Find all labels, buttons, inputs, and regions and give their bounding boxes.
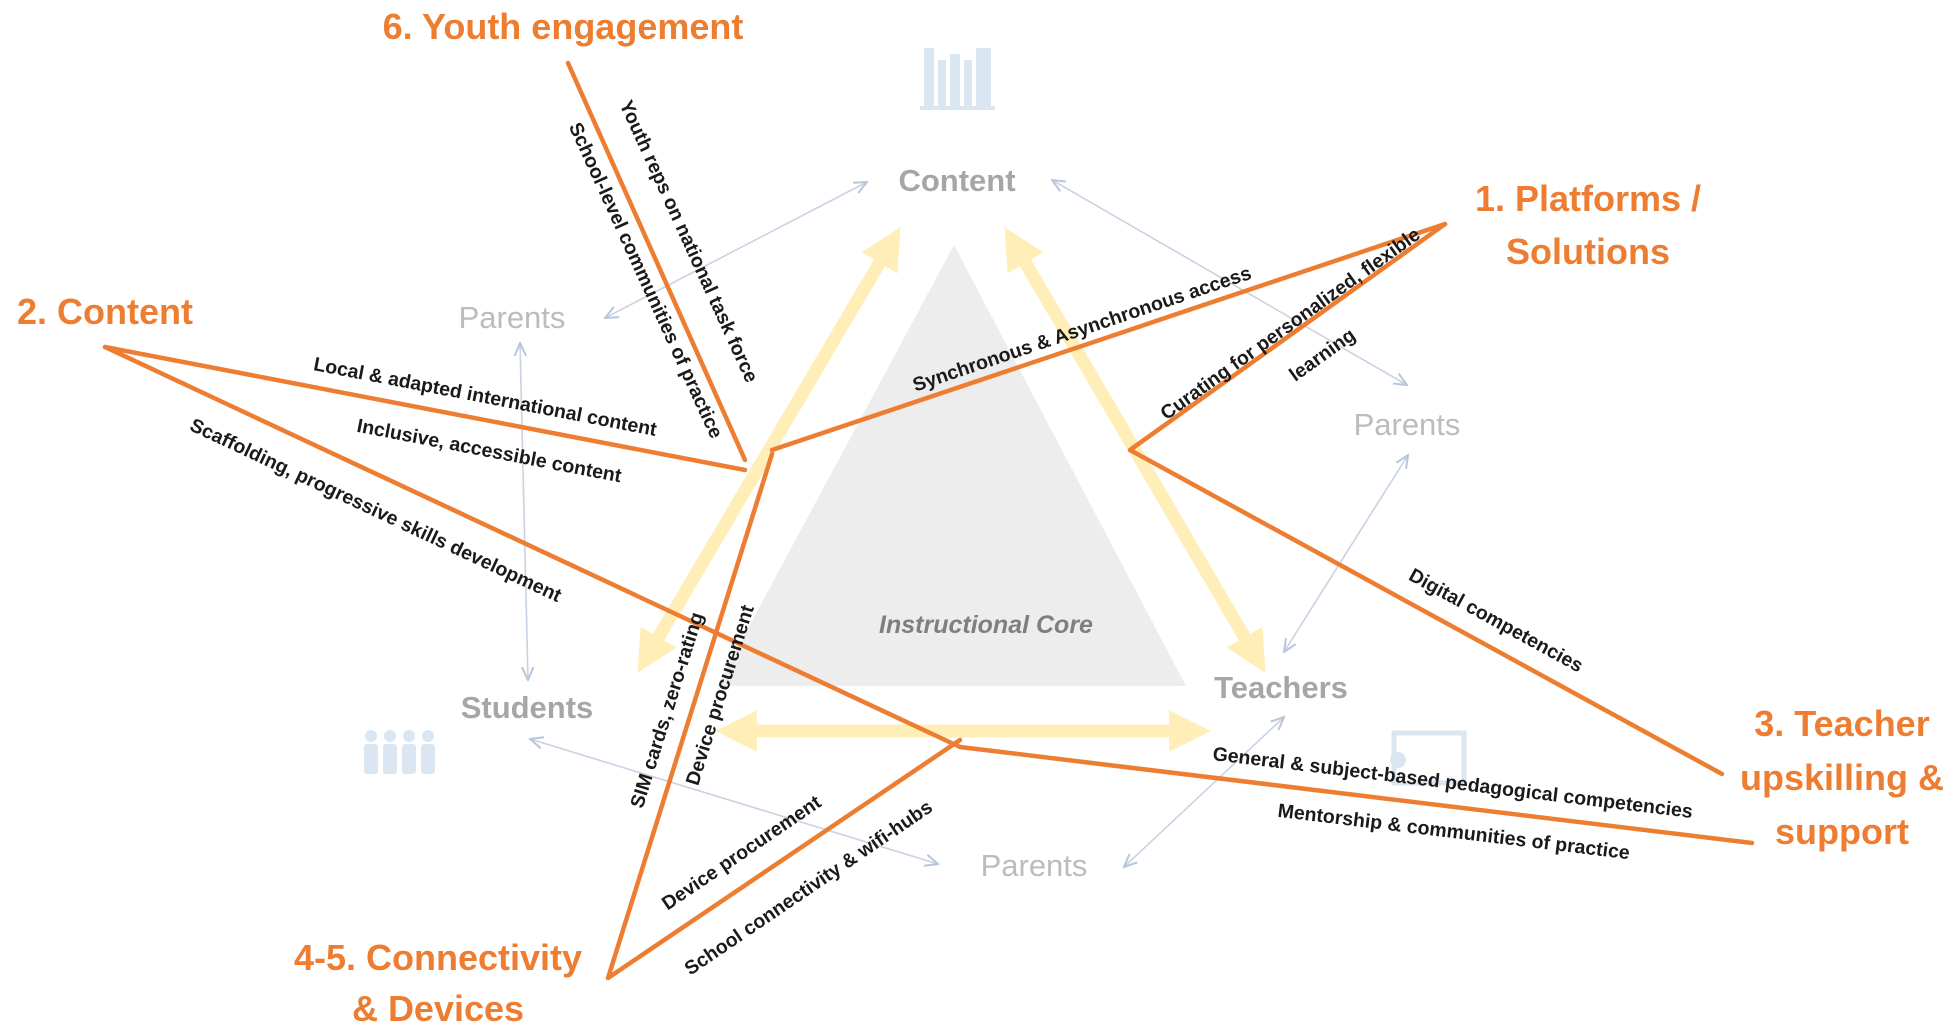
pillar-teacher-line2: upskilling & xyxy=(1740,757,1944,798)
pillar-youth-engagement: 6. Youth engagement xyxy=(383,6,744,47)
parents-node-left: Parents xyxy=(459,300,566,335)
pillar-platforms-line2: Solutions xyxy=(1506,231,1670,272)
node-content: Content xyxy=(898,163,1015,198)
pillar-teacher-line1: 3. Teacher xyxy=(1754,703,1929,744)
label-digital-competencies: Digital competencies xyxy=(1405,564,1587,677)
pillar-teacher-line3: support xyxy=(1775,811,1909,852)
students-icon xyxy=(364,730,435,774)
teacher-board-icon xyxy=(1390,730,1467,786)
label-mentorship: Mentorship & communities of practice xyxy=(1277,800,1632,864)
core-label: Instructional Core xyxy=(879,611,1093,639)
pillar-connectivity-line2: & Devices xyxy=(352,988,524,1028)
label-curating-line1: Curating for personalized, flexible xyxy=(1156,223,1424,424)
node-teachers: Teachers xyxy=(1214,670,1348,705)
parents-node-right: Parents xyxy=(1354,407,1461,442)
pillar-connectivity-line1: 4-5. Connectivity xyxy=(294,937,582,978)
parent-arrows xyxy=(520,180,1408,867)
books-icon xyxy=(920,48,995,110)
orange-connectors xyxy=(102,60,1755,981)
parents-node-bottom: Parents xyxy=(981,848,1088,883)
pillar-platforms-line1: 1. Platforms / xyxy=(1475,178,1701,219)
pillar-content: 2. Content xyxy=(17,291,193,332)
node-students: Students xyxy=(461,690,594,725)
